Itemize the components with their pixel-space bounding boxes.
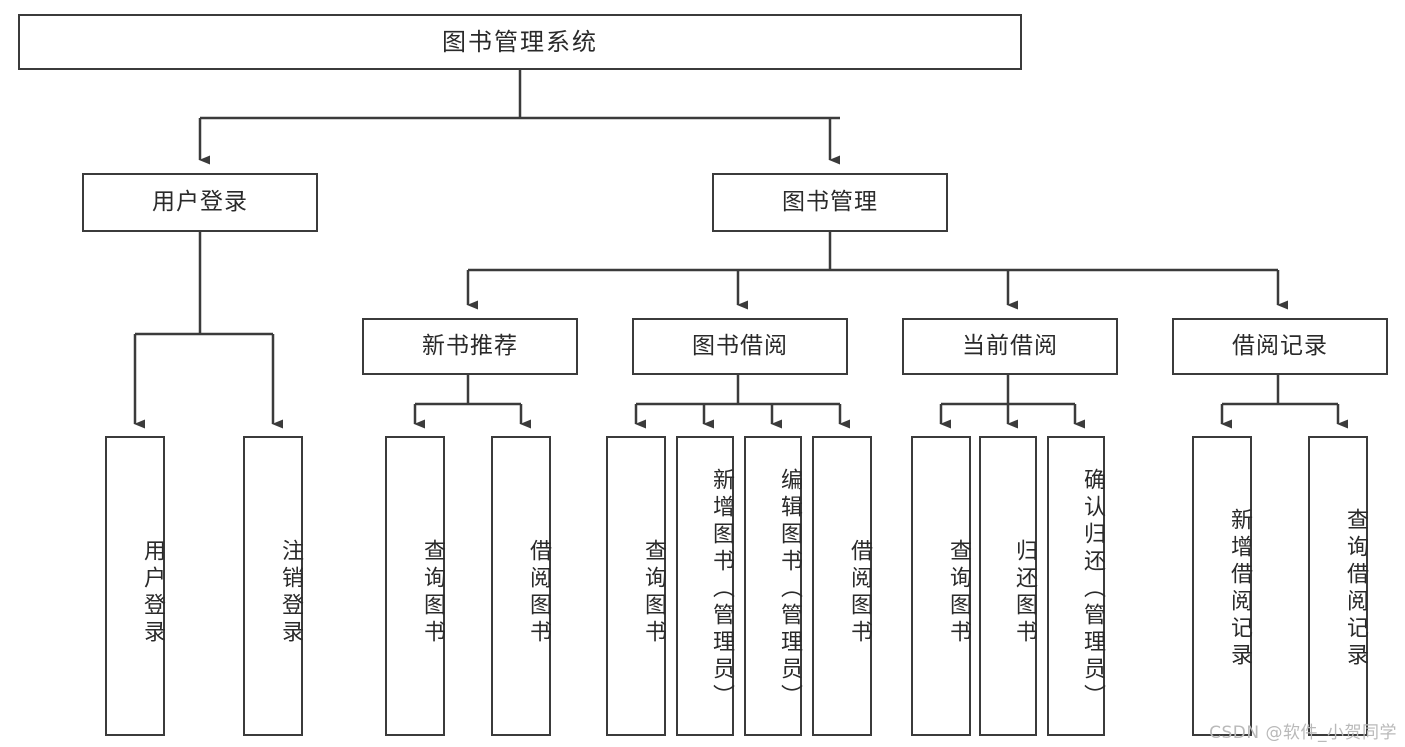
node-leaf-add-book[interactable]: 新增图书（管理员） <box>676 436 734 736</box>
watermark-csdn: CSDN @软件_小贺同学 <box>1209 723 1397 743</box>
node-leaf-query-book-recommend[interactable]: 查询图书 <box>385 436 445 736</box>
node-leaf-borrow-book[interactable]: 借阅图书 <box>812 436 872 736</box>
node-book-borrow[interactable]: 图书借阅 <box>632 318 848 375</box>
node-user-login[interactable]: 用户登录 <box>82 173 318 232</box>
node-leaf-return-book[interactable]: 归还图书 <box>979 436 1037 736</box>
node-current-borrow[interactable]: 当前借阅 <box>902 318 1118 375</box>
node-leaf-logout-login[interactable]: 注销登录 <box>243 436 303 736</box>
node-leaf-query-book-current[interactable]: 查询图书 <box>911 436 971 736</box>
node-leaf-confirm-return[interactable]: 确认归还（管理员） <box>1047 436 1105 736</box>
node-book-management[interactable]: 图书管理 <box>712 173 948 232</box>
node-new-book-recommend[interactable]: 新书推荐 <box>362 318 578 375</box>
node-leaf-query-book-borrow[interactable]: 查询图书 <box>606 436 666 736</box>
node-book-management-system[interactable]: 图书管理系统 <box>18 14 1022 70</box>
node-borrow-record[interactable]: 借阅记录 <box>1172 318 1388 375</box>
node-leaf-query-borrow-record[interactable]: 查询借阅记录 <box>1308 436 1368 736</box>
node-leaf-borrow-book-recommend[interactable]: 借阅图书 <box>491 436 551 736</box>
node-leaf-edit-book[interactable]: 编辑图书（管理员） <box>744 436 802 736</box>
node-leaf-user-login[interactable]: 用户登录 <box>105 436 165 736</box>
node-leaf-add-borrow-record[interactable]: 新增借阅记录 <box>1192 436 1252 736</box>
